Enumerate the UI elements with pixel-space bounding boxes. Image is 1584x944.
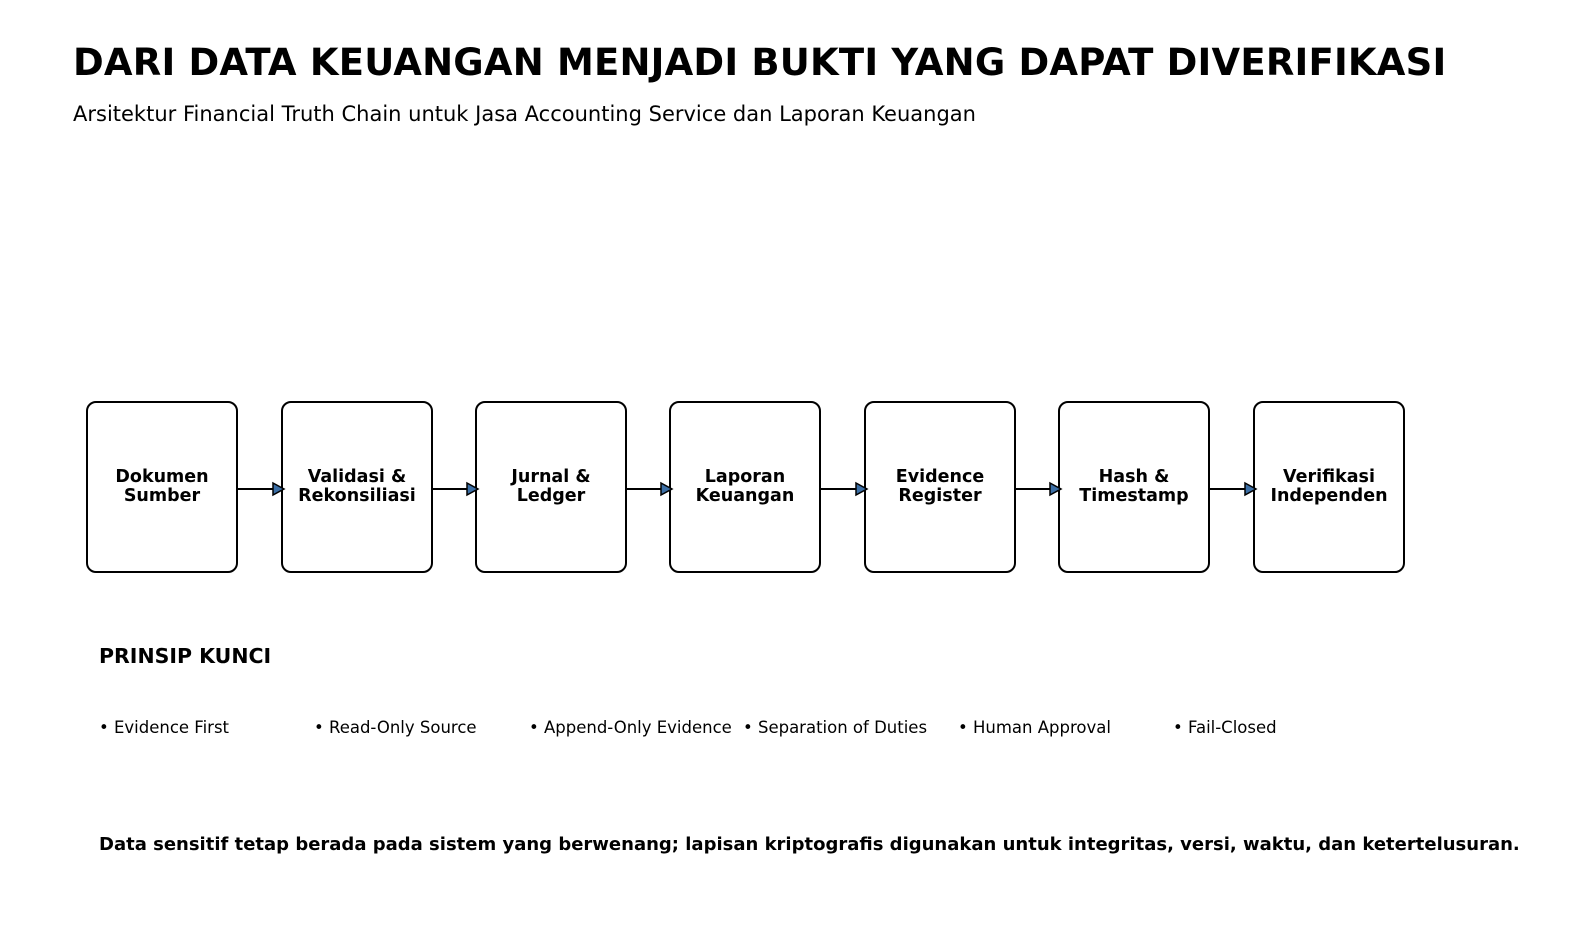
flow-step-laporan-keuangan: Laporan Keuangan xyxy=(669,401,821,573)
principles-heading: PRINSIP KUNCI xyxy=(99,644,272,668)
diagram-title: DARI DATA KEUANGAN MENJADI BUKTI YANG DA… xyxy=(73,41,1447,84)
flow-step-label: Validasi & Rekonsiliasi xyxy=(298,467,416,506)
principle-item: • Human Approval xyxy=(958,718,1111,737)
flow-step-label: Laporan Keuangan xyxy=(695,467,795,506)
flow-step-validasi-rekonsiliasi: Validasi & Rekonsiliasi xyxy=(281,401,433,573)
flow-arrow xyxy=(236,481,286,497)
flow-step-label: Jurnal & Ledger xyxy=(511,467,591,506)
flow-arrow xyxy=(819,481,869,497)
flow-step-evidence-register: Evidence Register xyxy=(864,401,1016,573)
principle-item: • Append-Only Evidence xyxy=(529,718,732,737)
flow-step-label: Hash & Timestamp xyxy=(1079,467,1189,506)
flow-step-label: Evidence Register xyxy=(895,467,985,506)
principle-item: • Evidence First xyxy=(99,718,230,737)
principle-item: • Separation of Duties xyxy=(743,718,928,737)
footnote: Data sensitif tetap berada pada sistem y… xyxy=(99,834,1520,855)
diagram-subtitle: Arsitektur Financial Truth Chain untuk J… xyxy=(73,102,976,126)
flow-step-hash-timestamp: Hash & Timestamp xyxy=(1058,401,1210,573)
flow-step-label: Verifikasi Independen xyxy=(1270,467,1388,506)
flow-step-label: Dokumen Sumber xyxy=(115,467,209,506)
principle-item: • Read-Only Source xyxy=(314,718,477,737)
flow-step-dokumen-sumber: Dokumen Sumber xyxy=(86,401,238,573)
flow-arrow xyxy=(625,481,674,497)
flow-step-verifikasi-independen: Verifikasi Independen xyxy=(1253,401,1405,573)
principle-item: • Fail-Closed xyxy=(1173,718,1277,737)
flow-step-jurnal-ledger: Jurnal & Ledger xyxy=(475,401,627,573)
flow-arrow xyxy=(1014,481,1063,497)
flow-arrow xyxy=(431,481,480,497)
flow-arrow xyxy=(1208,481,1258,497)
